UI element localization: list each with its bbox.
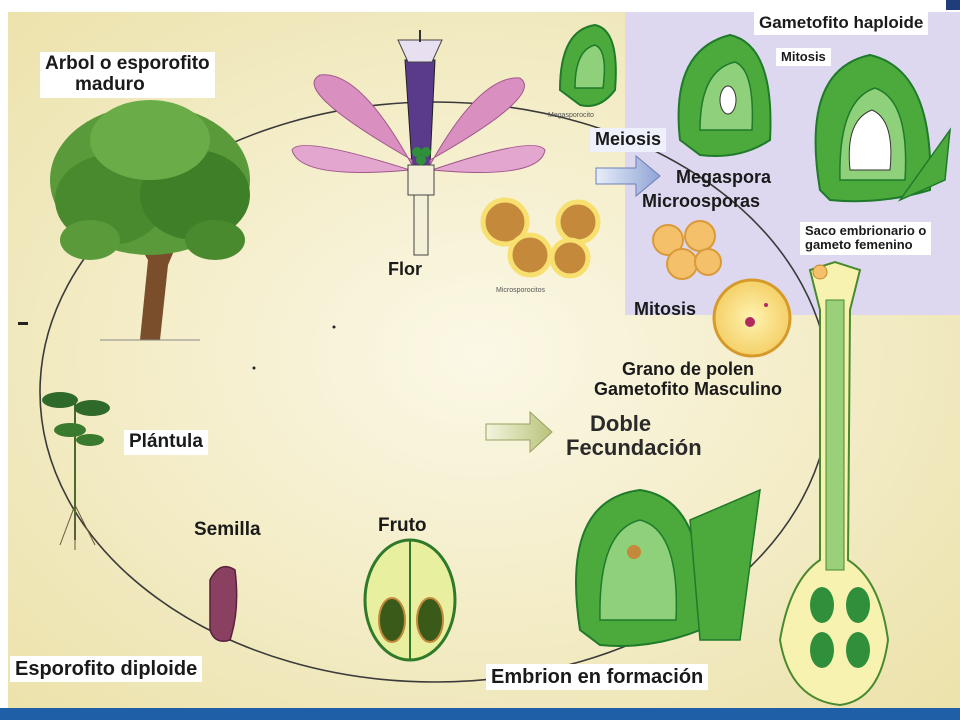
fruit-icon	[363, 538, 457, 662]
label-mitosis-pollen: Mitosis	[634, 299, 697, 319]
megaspore-ovule-icon	[677, 33, 772, 157]
label-embryo-forming: Embrion en formación	[486, 664, 709, 690]
seed-icon	[209, 565, 238, 642]
megasporocyte-ovule-icon	[558, 23, 617, 107]
flower-icon	[291, 30, 546, 256]
label-double-fertilization: Doble Fecundación	[566, 411, 702, 461]
microsporocyte-cluster-icon	[480, 197, 601, 279]
label-megaspora: Megaspora	[676, 167, 772, 187]
arrow-icon	[595, 154, 661, 198]
seedling-icon	[42, 392, 110, 550]
arrow-icon	[485, 410, 553, 454]
label-fruit: Fruto	[378, 515, 427, 536]
label-megasporocyte: Megasporocito	[548, 112, 594, 119]
label-pollen-grain: Grano de polen Gametofito Masculino	[594, 359, 783, 399]
label-diploid-sporophyte: Esporofito diploide	[10, 656, 203, 682]
label-microsporas: Microosporas	[642, 191, 761, 211]
label-tree: Arbol o esporofito maduro	[40, 52, 215, 98]
pollen-grain-icon	[712, 278, 792, 358]
embryo-ovule-icon	[575, 488, 761, 647]
corner-marker	[946, 0, 960, 10]
label-embryo-sac: Saco embrionario o gameto femenino	[800, 222, 932, 255]
label-flower: Flor	[388, 259, 422, 279]
label-meiosis: Meiosis	[590, 128, 667, 152]
label-seed: Semilla	[194, 519, 261, 540]
pistil-icon	[778, 260, 890, 707]
tree-icon	[50, 100, 250, 341]
label-mitosis-top: Mitosis	[776, 48, 831, 67]
bottom-bar	[0, 708, 960, 720]
microspore-tetrad-icon	[652, 220, 722, 280]
label-microsporocytes: Microsporocitos	[496, 287, 546, 294]
label-seedling: Plántula	[124, 430, 208, 455]
label-haploid-gametophyte: Gametofito haploide	[754, 12, 929, 35]
embryo-sac-ovule-icon	[814, 53, 952, 203]
